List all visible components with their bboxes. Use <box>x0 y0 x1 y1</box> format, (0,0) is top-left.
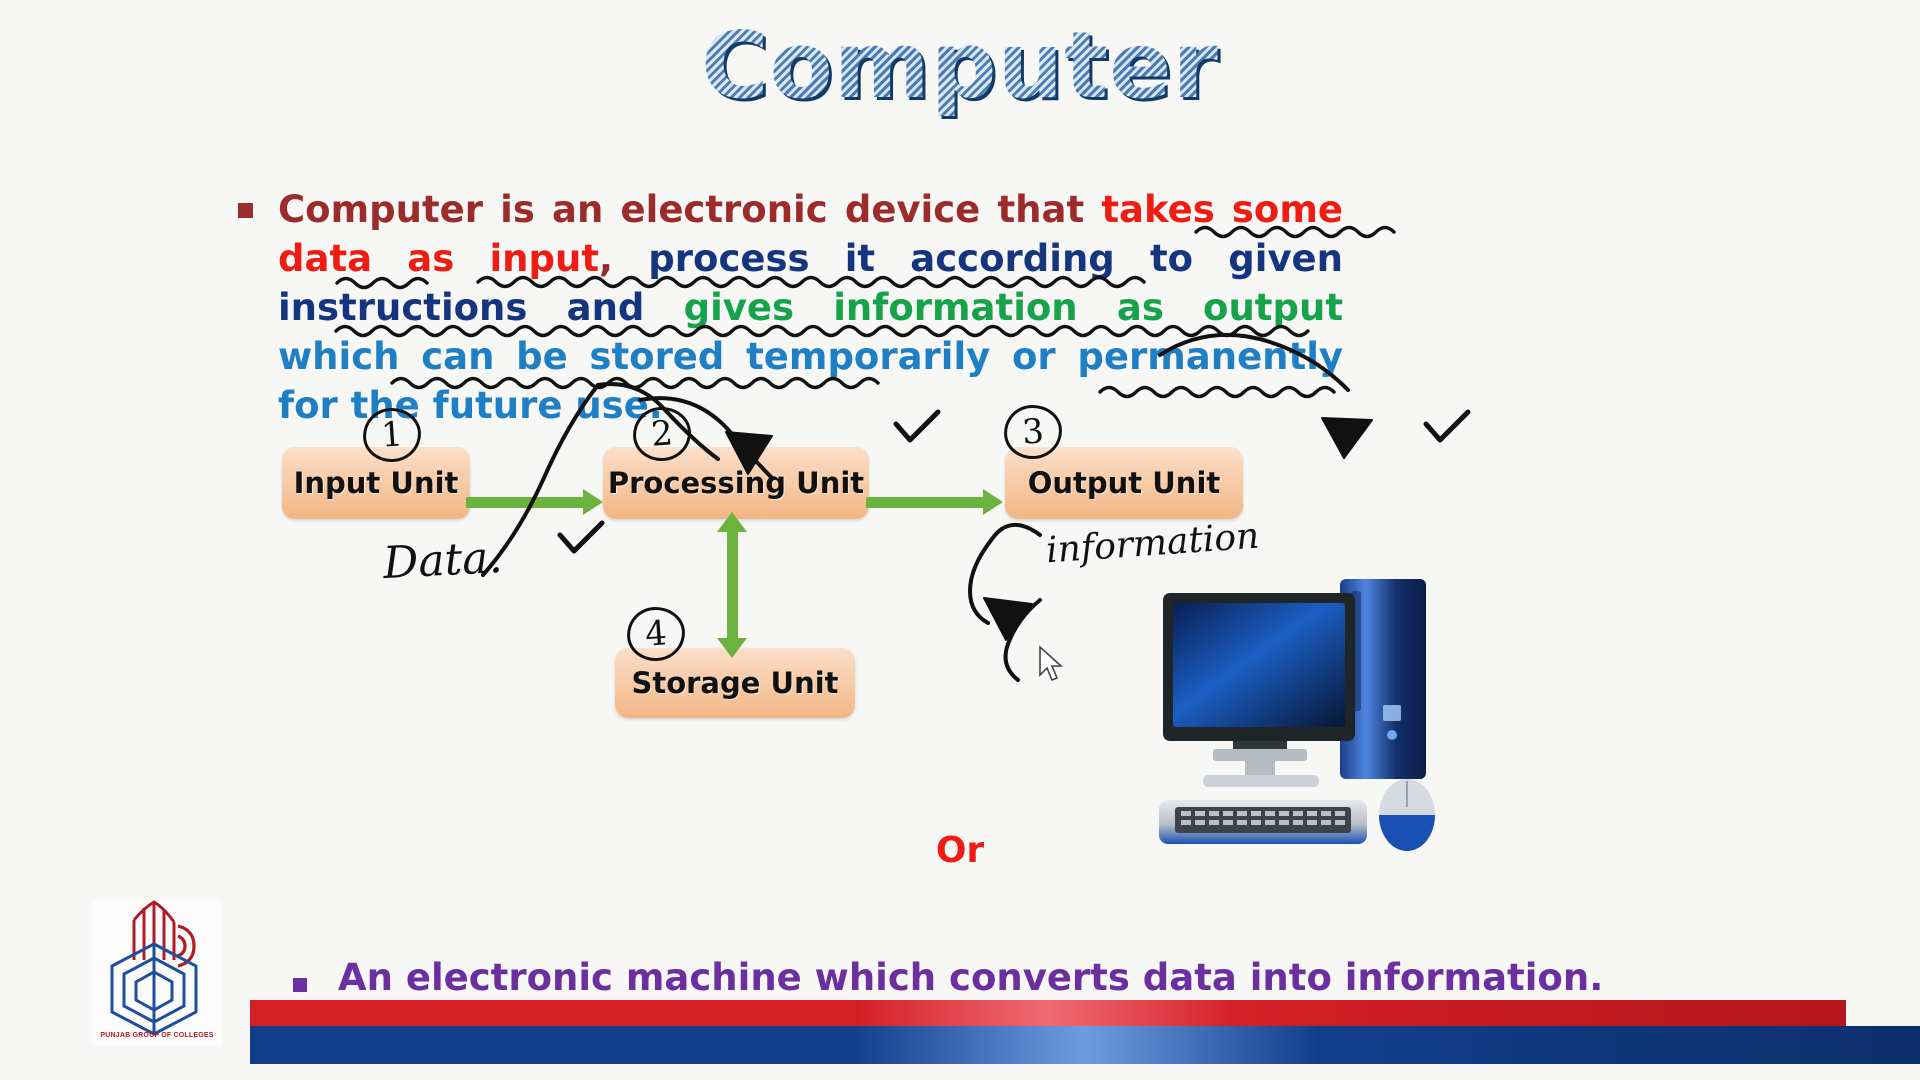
ink-check-3 <box>1423 409 1471 443</box>
diagram-box-label: Processing Unit <box>607 466 865 500</box>
logo-mark-icon <box>110 900 198 1036</box>
diagram-box-storage-unit[interactable]: Storage Unit <box>615 648 855 718</box>
bullet-marker-primary <box>238 203 253 218</box>
bullet-marker-secondary <box>293 978 307 992</box>
definition-segment-4: process it according to given instructio… <box>278 237 1343 329</box>
definition-segment-5: gives information as output <box>683 286 1344 329</box>
footer-bar-red <box>250 1000 1846 1026</box>
ink-annotation-data-label: Data. <box>381 531 504 590</box>
definition-paragraph: Computer is an electronic device that ta… <box>278 185 1343 430</box>
arrow-input-to-processing-icon <box>466 489 603 515</box>
footer-bar-blue <box>250 1026 1920 1064</box>
definition-segment-2: takes some data as input <box>278 188 1343 280</box>
ink-annotation-information-label: information <box>1044 515 1261 572</box>
diagram-box-output-unit[interactable]: Output Unit <box>1005 447 1243 519</box>
mouse-cursor-icon <box>1039 645 1064 682</box>
arrow-processing-storage-bidirectional-icon <box>717 512 747 658</box>
page-title: Computer <box>0 12 1920 119</box>
computer-illustration <box>1159 579 1435 851</box>
definition-segment-1: Computer is an electronic device that <box>278 188 1102 231</box>
ink-check-1 <box>557 520 605 554</box>
diagram-box-label: Storage Unit <box>631 666 839 700</box>
definition-segment-3: , <box>599 237 649 280</box>
diagram-box-processing-unit[interactable]: Processing Unit <box>603 447 869 519</box>
logo-caption: PUNJAB GROUP OF COLLEGES <box>100 1032 214 1039</box>
diagram-box-input-unit[interactable]: Input Unit <box>282 447 470 519</box>
organization-logo: PUNJAB GROUP OF COLLEGES <box>92 900 222 1046</box>
alternate-definition-text: An electronic machine which converts dat… <box>338 956 1604 999</box>
diagram-box-label: Output Unit <box>1027 466 1221 500</box>
ink-arrowhead-storage <box>983 597 1033 641</box>
arrow-processing-to-output-icon <box>866 489 1003 515</box>
diagram-box-label: Input Unit <box>293 466 459 500</box>
or-separator-label: Or <box>935 830 985 871</box>
definition-segment-6: which can be stored temporarily or perma… <box>278 335 1343 427</box>
